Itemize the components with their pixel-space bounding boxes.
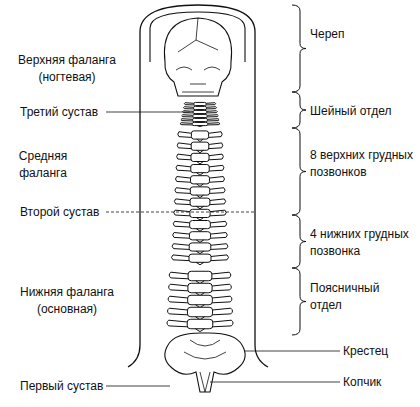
pelvis [165, 333, 245, 392]
finger-label: Средняя фаланга [2, 148, 84, 182]
leader-line [244, 351, 340, 352]
vertebra [176, 165, 224, 176]
anatomy-label: Шейный отдел [310, 103, 418, 120]
anatomy-label: Поясничный отдел [310, 280, 398, 314]
skull-sutures [178, 18, 218, 52]
sacrum-coccyx [184, 340, 226, 392]
finger-label: Второй сустав [20, 204, 130, 221]
leader-line [106, 386, 170, 387]
vertebra [168, 307, 233, 319]
vertebra [175, 187, 225, 198]
vertebra [173, 221, 227, 232]
vertebral-column [167, 102, 233, 331]
finger-label: Нижняя фаланга (основная) [3, 284, 131, 318]
vertebra [175, 176, 224, 187]
leader-line [106, 112, 190, 113]
anatomy-label: Копчик [343, 374, 419, 391]
anatomy-label: Череп [310, 26, 418, 43]
anatomy-label: 8 верхних грудных позвонков [310, 147, 420, 181]
skull [164, 18, 231, 96]
vertebra [174, 198, 225, 209]
vertebra [177, 153, 224, 164]
vertebra [180, 122, 220, 126]
finger-label: Первый сустав [20, 378, 130, 395]
joint-line [106, 212, 255, 213]
vertebra [168, 295, 232, 307]
curly-bracket [292, 92, 306, 128]
vertebra [173, 232, 228, 243]
curly-bracket [292, 128, 306, 215]
vertebra [178, 131, 222, 142]
vertebra [174, 209, 226, 220]
anatomy-label: Крестец [343, 343, 419, 360]
vertebra [169, 283, 232, 295]
leader-line [210, 382, 340, 383]
vertebra [167, 319, 233, 331]
finger-outline [128, 5, 268, 367]
curly-bracket [292, 5, 306, 92]
vertebra [172, 243, 228, 254]
curly-bracket [292, 268, 306, 335]
finger-label: Верхняя фаланга (ногтевая) [3, 52, 131, 86]
anatomy-label: 4 нижних грудных позвонка [310, 226, 420, 260]
bracket-group [292, 5, 306, 335]
finger-label: Третий сустав [20, 104, 130, 121]
vertebra [169, 271, 231, 283]
skull-face [176, 67, 220, 92]
curly-bracket [292, 215, 306, 268]
vertebra [177, 142, 223, 153]
vertebra [172, 254, 229, 265]
